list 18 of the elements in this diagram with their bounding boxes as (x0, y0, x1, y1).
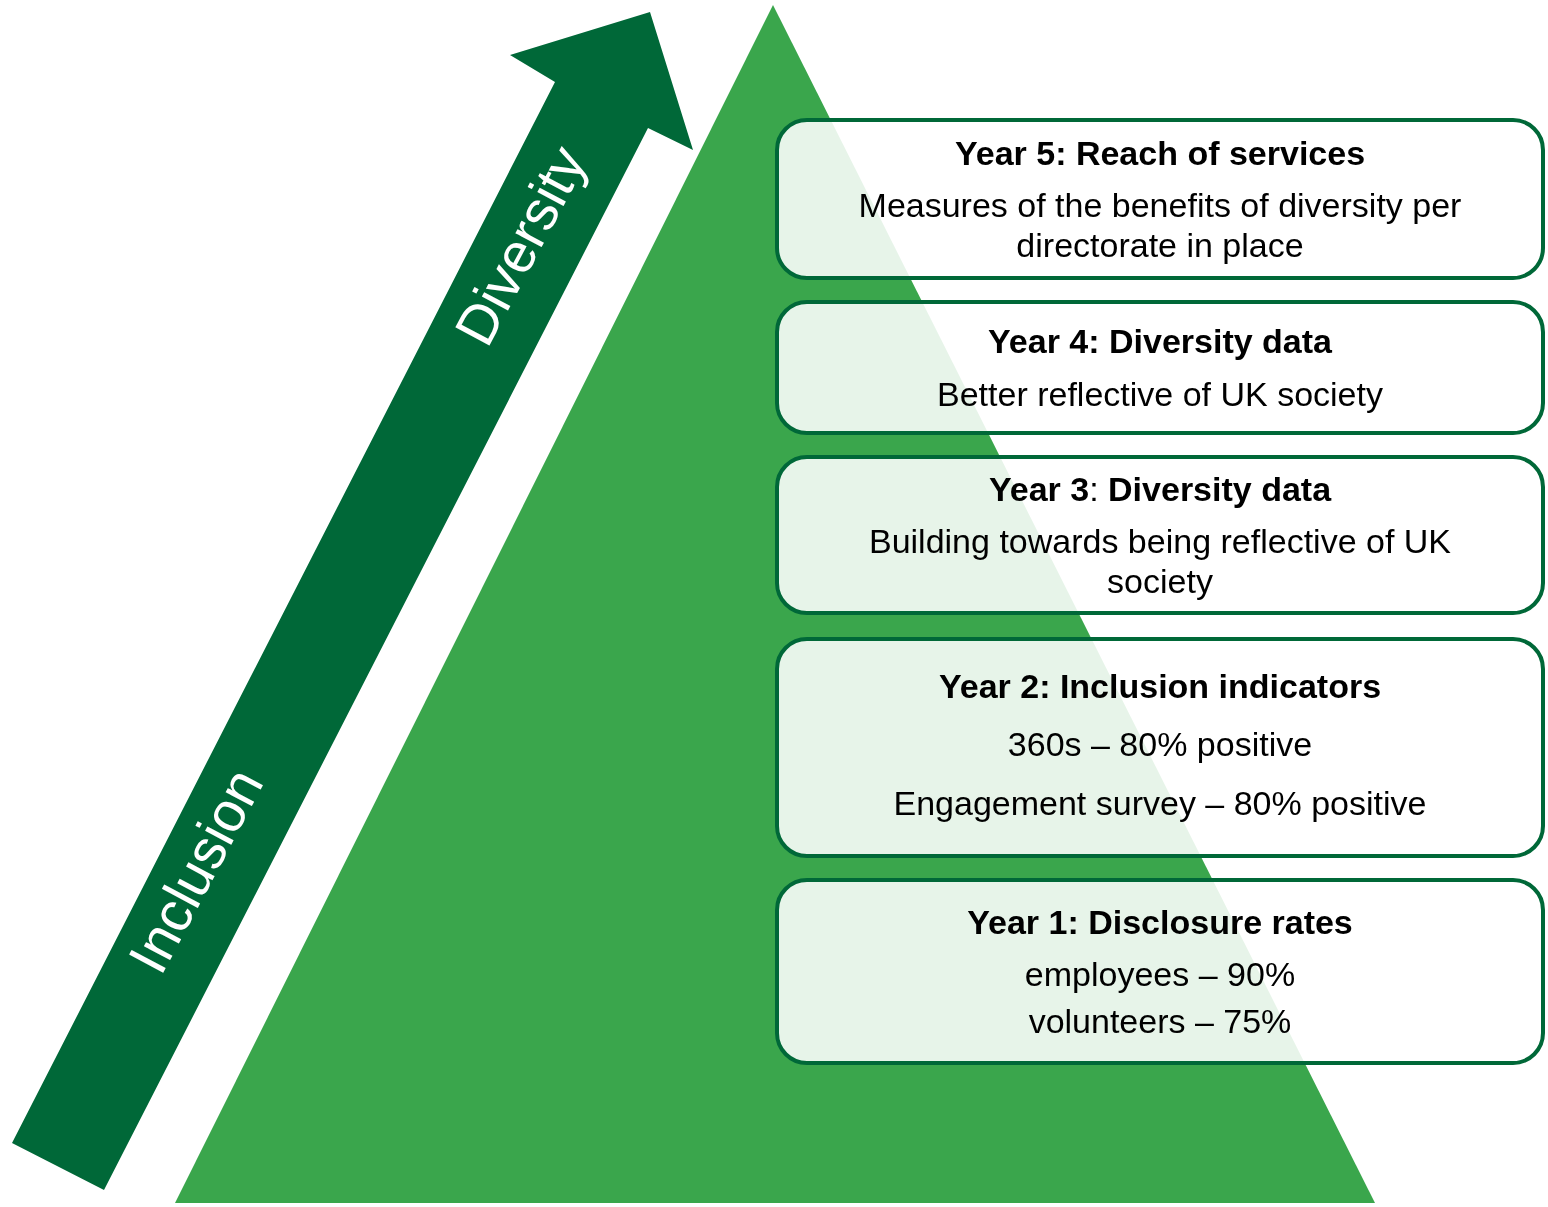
milestone-heading: Year 1: Disclosure rates (966, 902, 1354, 944)
milestone-card (775, 455, 1545, 615)
milestone-text: 360s – 80% positive (1006, 724, 1314, 766)
milestone-card (775, 118, 1545, 280)
milestone-card (775, 300, 1545, 435)
milestone-heading: Year 2: Inclusion indicators (937, 666, 1383, 708)
milestone-text: volunteers – 75% (1027, 1000, 1293, 1042)
milestone-heading: Year 5: Reach of services (953, 132, 1367, 174)
milestone-heading: Year 3: Diversity data (987, 468, 1333, 510)
milestone-text: Engagement survey – 80% positive (892, 782, 1428, 824)
milestone-card (775, 878, 1545, 1065)
milestone-text: Measures of the benefits of diversity per directorate in place (857, 184, 1463, 267)
milestone-text: employees – 90% (1023, 954, 1297, 996)
milestone-heading: Year 4: Diversity data (987, 321, 1333, 363)
milestone-text: Better reflective of UK society (936, 373, 1384, 415)
milestone-card (775, 637, 1545, 858)
milestone-text: Building towards being reflective of UK society (867, 520, 1453, 603)
growth-arrow (12, 12, 693, 1190)
